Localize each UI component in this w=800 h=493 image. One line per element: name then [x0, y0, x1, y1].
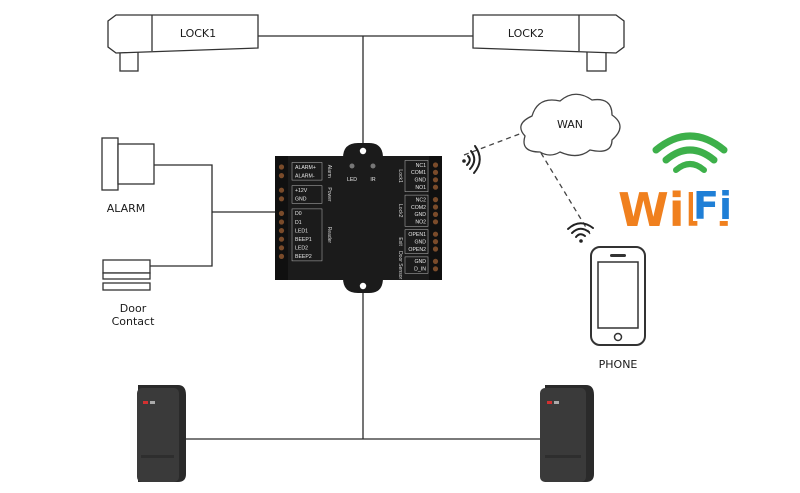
door-contact: Door Contact	[102, 259, 155, 328]
terminal-group-label: Door Sensor	[397, 251, 403, 279]
terminal-screw	[278, 164, 285, 170]
terminal-label: BEEP1	[295, 237, 312, 243]
lock-icon	[107, 14, 259, 72]
terminal-screw	[278, 187, 285, 193]
controller: LED IR ALARM+ ALARM- Alarm +12V GND PowerD0D1…	[275, 143, 442, 293]
terminal-screw	[432, 246, 439, 252]
controller-led-label: LED	[347, 177, 357, 183]
card-reader-icon	[540, 385, 594, 482]
alarm-siren-icon	[101, 137, 155, 191]
terminal-label: D0	[295, 211, 302, 217]
terminal-label: GND	[414, 239, 426, 245]
terminal-screw	[432, 197, 439, 203]
terminal-label: ALARM+	[295, 165, 316, 171]
card-reader-icon	[137, 385, 186, 482]
card-reader-1	[137, 385, 186, 482]
terminal-screw	[432, 204, 439, 210]
terminal-label: ALARM-	[295, 173, 315, 179]
terminal-screw	[278, 173, 285, 179]
door-contact-icon	[102, 259, 151, 291]
terminal-label: NO1	[415, 185, 426, 191]
smartphone-icon	[590, 246, 646, 346]
terminal-screw	[432, 162, 439, 168]
terminal-label: GND	[414, 212, 426, 218]
terminal-screw	[432, 169, 439, 175]
lock2-label: LOCK2	[508, 27, 544, 40]
terminal-label: LED2	[295, 246, 308, 252]
card-reader-2	[540, 385, 594, 482]
terminal-label: OPEN1	[408, 232, 426, 238]
terminal-screw	[432, 266, 439, 272]
terminal-label: COM1	[411, 170, 426, 176]
terminal-label: GND	[414, 259, 426, 265]
terminal-screw	[432, 231, 439, 237]
terminal-screw	[432, 258, 439, 264]
terminal-screw	[278, 210, 285, 216]
terminal-group-label: Exit	[397, 237, 403, 246]
wiring	[150, 35, 591, 440]
terminal-screw	[278, 196, 285, 202]
alarm-label: ALARM	[107, 202, 146, 215]
lock-icon	[472, 14, 625, 72]
terminal-group-label: Lock1	[397, 169, 403, 183]
wan-cloud: WAN	[520, 93, 621, 157]
right-terminal-labels: NC1COM1GNDNO1Lock1NC2COM2GNDNO2Lock2OPEN…	[397, 160, 429, 279]
terminal-screw	[432, 239, 439, 245]
wireless-signal-icon	[462, 145, 481, 174]
terminal-label: GND	[414, 178, 426, 184]
lock2: LOCK2	[472, 14, 625, 72]
wan-label: WAN	[557, 118, 583, 131]
left-terminal-labels: ALARM+ ALARM- Alarm +12V GND PowerD0D1LED1BEE…	[291, 162, 332, 262]
controller-board-icon	[275, 143, 442, 293]
terminal-label: LED1	[295, 228, 308, 234]
terminal-label: NC1	[416, 163, 426, 169]
terminal-screw	[278, 228, 285, 234]
alarm: ALARM	[101, 137, 155, 215]
terminal-group-label: Reader	[326, 227, 332, 244]
terminal-group-label: Power	[326, 187, 332, 202]
wireless-signal-icon	[567, 222, 594, 243]
wifi-logo-icon: WiFi Fi	[618, 132, 733, 237]
terminal-label: D_IN	[414, 267, 426, 273]
terminal-group-label: Alarm	[326, 165, 332, 178]
terminal-screw	[432, 219, 439, 225]
cloud-icon	[520, 93, 621, 157]
terminal-screw	[432, 184, 439, 190]
terminal-screw	[432, 211, 439, 217]
terminal-label: COM2	[411, 205, 426, 211]
terminal-label: NC2	[416, 197, 426, 203]
terminal-label: NO2	[415, 220, 426, 226]
terminal-label: D1	[295, 220, 302, 226]
terminal-screw	[278, 245, 285, 251]
terminal-label: +12V	[295, 188, 308, 194]
lock1-label: LOCK1	[180, 27, 216, 40]
controller-ir-label: IR	[370, 177, 375, 183]
door-contact-label-2: Contact	[112, 315, 155, 328]
lock1: LOCK1	[107, 14, 259, 72]
terminal-screw	[278, 253, 285, 259]
door-contact-label-1: Door	[120, 302, 147, 315]
svg-text:Fi: Fi	[693, 184, 732, 228]
terminal-label: GND	[295, 197, 307, 203]
terminal-screw	[278, 236, 285, 242]
terminal-label: OPEN2	[408, 247, 426, 253]
phone-label: PHONE	[599, 358, 638, 371]
terminal-screw	[278, 219, 285, 225]
terminal-screw	[432, 177, 439, 183]
terminal-group-label: Lock2	[397, 204, 403, 218]
smartphone: PHONE	[590, 246, 646, 371]
terminal-label: BEEP2	[295, 254, 312, 260]
